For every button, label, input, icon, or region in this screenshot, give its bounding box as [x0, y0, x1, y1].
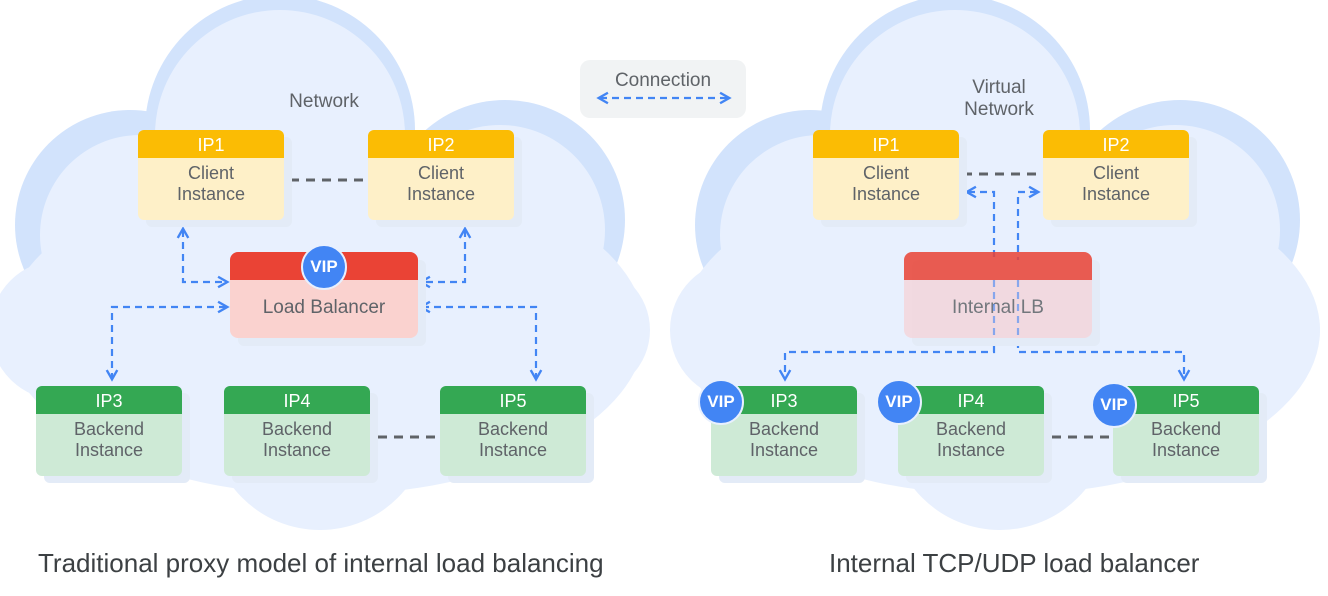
- right-caption: Internal TCP/UDP load balancer: [829, 548, 1200, 578]
- client-instance-label: Client Instance: [1043, 158, 1189, 220]
- label-line1: Backend: [1150, 419, 1222, 439]
- label-line2: Instance: [1081, 184, 1151, 204]
- left-lb-vip-badge: VIP: [301, 244, 347, 290]
- backend-instance-label: Backend Instance: [224, 414, 370, 476]
- left-backend-ip5[interactable]: IP5 Backend Instance: [440, 386, 586, 476]
- right-connections: [778, 185, 1191, 382]
- right-backend-ip5[interactable]: IP5 Backend Instance: [1113, 386, 1259, 476]
- left-client-ip2[interactable]: IP2 Client Instance: [368, 130, 514, 220]
- ip-label: IP2: [368, 130, 514, 158]
- legend-connection-arrow: [596, 91, 732, 105]
- left-conn-lb-ip3: [105, 300, 230, 382]
- ip-label: IP5: [1113, 386, 1259, 414]
- client-instance-label: Client Instance: [813, 158, 959, 220]
- label-line2: Network: [964, 99, 1034, 120]
- label-line2: Instance: [406, 184, 476, 204]
- label-line1: Virtual: [972, 77, 1026, 98]
- backend-instance-label: Backend Instance: [440, 414, 586, 476]
- right-internal-lb[interactable]: Internal LB: [904, 252, 1092, 338]
- left-backend-ip4[interactable]: IP4 Backend Instance: [224, 386, 370, 476]
- label-line1: Backend: [935, 419, 1007, 439]
- label-line1: Backend: [261, 419, 333, 439]
- legend-label: Connection: [614, 70, 712, 91]
- label-line1: Client: [1092, 163, 1140, 183]
- label-line1: Backend: [477, 419, 549, 439]
- label-line1: Client: [417, 163, 465, 183]
- right-conn-ip1-ip3: [778, 185, 996, 382]
- client-instance-label: Client Instance: [138, 158, 284, 220]
- ip-label: IP3: [36, 386, 182, 414]
- right-client-ip2[interactable]: IP2 Client Instance: [1043, 130, 1189, 220]
- right-ip3-vip-badge: VIP: [698, 379, 744, 425]
- right-backend-ip4[interactable]: IP4 Backend Instance: [898, 386, 1044, 476]
- label-line2: Instance: [749, 440, 819, 460]
- left-conn-ip1-lb: [176, 226, 230, 289]
- ip-label: IP4: [898, 386, 1044, 414]
- ip-label: IP5: [440, 386, 586, 414]
- ip-label: IP2: [1043, 130, 1189, 158]
- label-line2: Instance: [176, 184, 246, 204]
- backend-instance-label: Backend Instance: [1113, 414, 1259, 476]
- backend-instance-label: Backend Instance: [36, 414, 182, 476]
- label-line1: Backend: [73, 419, 145, 439]
- label-line2: Instance: [74, 440, 144, 460]
- label-line2: Instance: [478, 440, 548, 460]
- left-backend-ip3[interactable]: IP3 Backend Instance: [36, 386, 182, 476]
- right-cloud-label: Virtual Network: [939, 77, 1059, 121]
- label-line2: Instance: [1151, 440, 1221, 460]
- label-line1: Backend: [748, 419, 820, 439]
- left-client-ip1[interactable]: IP1 Client Instance: [138, 130, 284, 220]
- ip-label: IP1: [813, 130, 959, 158]
- ip-label: IP4: [224, 386, 370, 414]
- label-line2: Instance: [936, 440, 1006, 460]
- left-conn-lb-ip5: [418, 300, 543, 382]
- right-client-ip1[interactable]: IP1 Client Instance: [813, 130, 959, 220]
- right-ip4-vip-badge: VIP: [876, 379, 922, 425]
- label-line2: Instance: [851, 184, 921, 204]
- left-connections: [105, 226, 543, 382]
- left-cloud-label: Network: [289, 91, 359, 112]
- ip-label: IP1: [138, 130, 284, 158]
- client-instance-label: Client Instance: [368, 158, 514, 220]
- internal-lb-label: Internal LB: [904, 280, 1092, 338]
- label-line2: Instance: [262, 440, 332, 460]
- right-backend-ip3[interactable]: IP3 Backend Instance: [711, 386, 857, 476]
- backend-instance-label: Backend Instance: [711, 414, 857, 476]
- label-line1: Client: [862, 163, 910, 183]
- label-line1: Client: [187, 163, 235, 183]
- backend-instance-label: Backend Instance: [898, 414, 1044, 476]
- right-ip5-vip-badge: VIP: [1091, 382, 1137, 428]
- right-conn-ip2-ip5: [1016, 185, 1191, 382]
- left-conn-ip2-lb: [418, 226, 472, 289]
- legend: Connection: [580, 60, 746, 118]
- left-caption: Traditional proxy model of internal load…: [38, 548, 604, 578]
- left-load-balancer[interactable]: Load Balancer: [230, 252, 418, 338]
